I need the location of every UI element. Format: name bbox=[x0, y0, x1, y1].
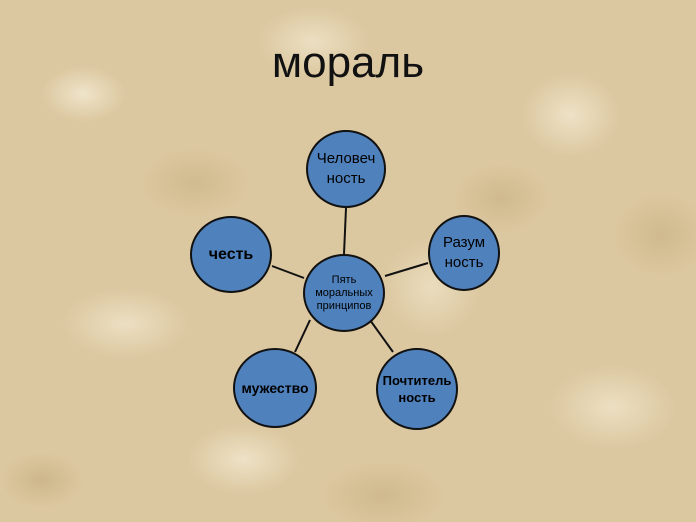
node-reason-line-1: Разум bbox=[442, 234, 486, 251]
center-node-line-3: принципов bbox=[316, 299, 372, 312]
node-honor: честь bbox=[190, 216, 272, 293]
node-humanity: Человеч ность bbox=[306, 130, 386, 208]
connector-right bbox=[384, 262, 429, 277]
node-reverence-line-2: ность bbox=[398, 390, 436, 405]
center-node-line-1: Пять bbox=[331, 273, 357, 286]
node-honor-label: честь bbox=[208, 245, 254, 263]
connector-top bbox=[343, 207, 347, 255]
node-reverence: Почтитель ность bbox=[376, 348, 458, 430]
center-node: Пять моральных принципов bbox=[303, 254, 385, 332]
node-reason: Разум ность bbox=[428, 215, 500, 291]
node-courage-label: мужество bbox=[241, 380, 309, 396]
center-node-line-2: моральных bbox=[315, 286, 373, 299]
node-humanity-line-2: ность bbox=[326, 170, 366, 187]
connector-bottom-right bbox=[369, 319, 394, 353]
connector-bottom-left bbox=[294, 319, 311, 353]
node-courage: мужество bbox=[233, 348, 317, 428]
node-reverence-line-1: Почтитель bbox=[382, 373, 452, 388]
diagram-title: мораль bbox=[271, 38, 425, 87]
connector-left bbox=[271, 265, 305, 279]
node-humanity-line-1: Человеч bbox=[316, 150, 376, 167]
node-reason-line-2: ность bbox=[444, 254, 484, 271]
